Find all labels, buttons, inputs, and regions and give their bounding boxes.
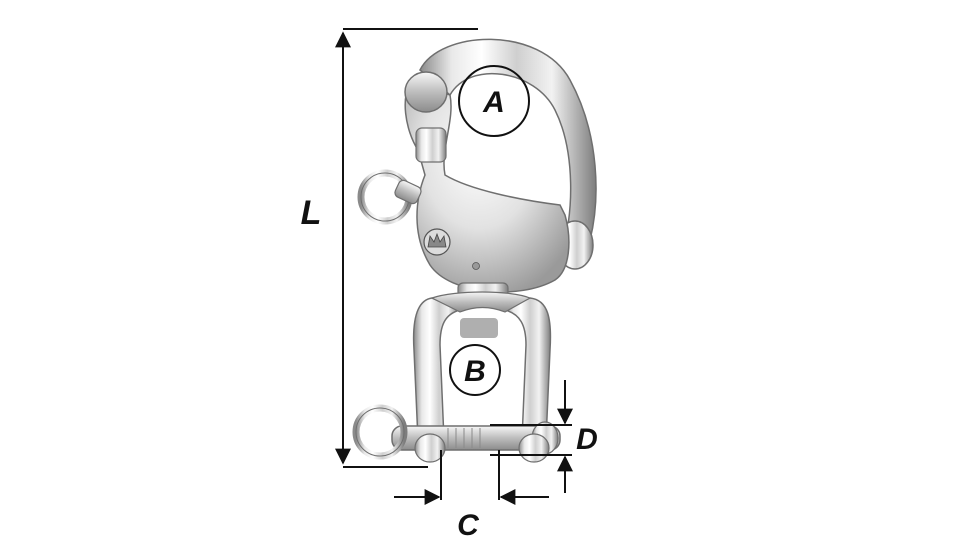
dimension-a-label: A bbox=[482, 86, 505, 119]
dimension-l bbox=[335, 28, 478, 468]
rivet bbox=[472, 262, 480, 270]
dimension-c bbox=[394, 450, 549, 505]
plunger-knob bbox=[404, 71, 448, 113]
dimension-a-circle bbox=[458, 65, 530, 137]
dimension-a: A bbox=[458, 65, 530, 137]
crown-logo-icon bbox=[423, 228, 451, 256]
dimension-b-label: B bbox=[464, 355, 486, 388]
dimension-d bbox=[490, 380, 573, 493]
clevis bbox=[352, 291, 561, 463]
snap-shackle-head bbox=[357, 38, 597, 293]
dimension-l-label: L bbox=[301, 194, 322, 232]
dimension-c-label: C bbox=[457, 509, 480, 542]
dimension-b-circle bbox=[449, 344, 501, 396]
dimension-b: B bbox=[449, 344, 501, 396]
plunger-stem bbox=[415, 127, 447, 163]
dimension-d-label: D bbox=[576, 423, 598, 456]
clevis-right-arm bbox=[502, 297, 552, 441]
ring-connector bbox=[394, 179, 422, 205]
